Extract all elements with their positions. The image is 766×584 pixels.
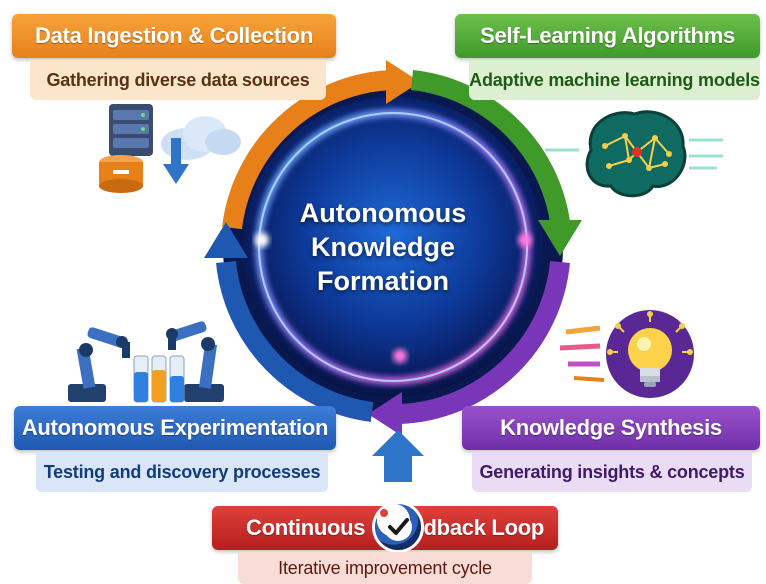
center-title-line: Knowledge: [310, 232, 455, 262]
stage-subtitle: Iterative improvement cycle: [238, 552, 532, 584]
neural-brain-icon: [545, 110, 723, 198]
stage-self-learning: Self-Learning Algorithms Adaptive machin…: [455, 14, 760, 100]
lightbulb-icon: [560, 310, 694, 398]
stage-title: Knowledge Synthesis: [462, 406, 760, 450]
arrow-learning: [410, 70, 570, 224]
sparkle: [393, 349, 407, 363]
checkmark-loop-icon: [375, 504, 421, 550]
sparkle: [518, 233, 532, 247]
center-title-line: Formation: [317, 266, 449, 296]
stage-data-ingestion: Data Ingestion & Collection Gathering di…: [12, 14, 336, 100]
stage-feedback-loop: Continuous Feedback Loop Iterative impro…: [212, 504, 558, 584]
stage-subtitle: Generating insights & concepts: [472, 452, 752, 492]
center-orb: [243, 97, 543, 397]
arrow-experimentation: [216, 260, 374, 422]
stage-knowledge-synthesis: Knowledge Synthesis Generating insights …: [462, 406, 760, 492]
database-cloud-icon: [99, 104, 241, 193]
stage-title: Data Ingestion & Collection: [12, 14, 336, 58]
stage-title: Autonomous Experimentation: [14, 406, 336, 450]
stage-subtitle: Testing and discovery processes: [36, 452, 328, 492]
robot-arms-test-tubes-icon: [68, 321, 224, 403]
stage-subtitle: Gathering diverse data sources: [30, 60, 326, 100]
stage-experimentation: Autonomous Experimentation Testing and d…: [14, 406, 336, 492]
center-title-line: Autonomous: [299, 198, 467, 228]
stage-title: Self-Learning Algorithms: [455, 14, 760, 58]
sparkle: [255, 233, 269, 247]
arrow-ingestion: [222, 70, 393, 230]
arrow-synthesis: [399, 260, 570, 424]
center-title: Autonomous Knowledge Formation: [258, 196, 508, 298]
feedback-up-arrow: [372, 430, 424, 482]
stage-title-left: Continuous: [246, 515, 366, 540]
stage-subtitle: Adaptive machine learning models: [469, 60, 760, 100]
